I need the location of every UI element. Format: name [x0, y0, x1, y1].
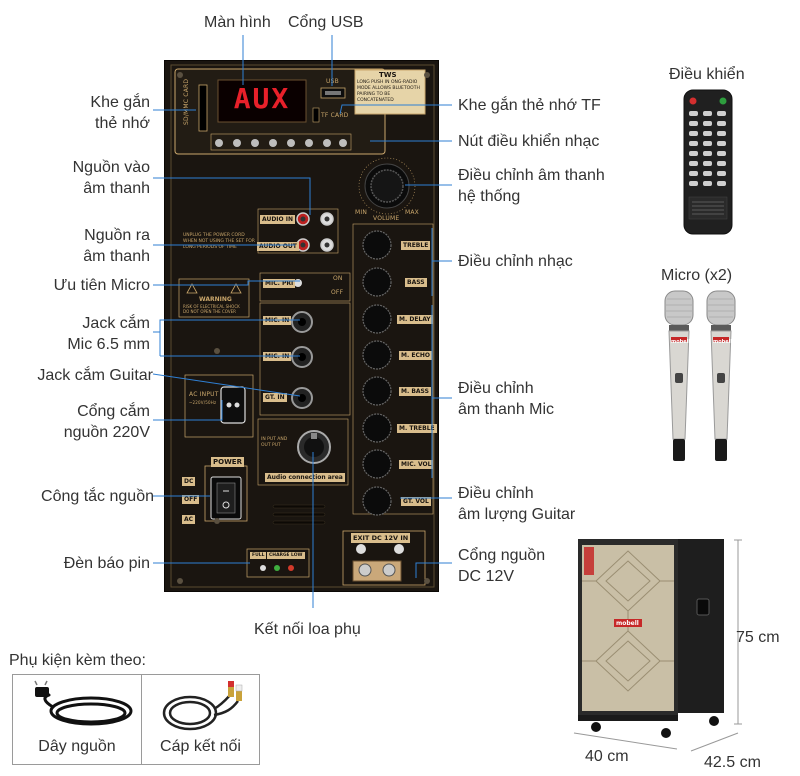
dc-label: DC	[182, 477, 196, 486]
audio-in-jacks[interactable]	[296, 212, 334, 226]
volume-min: MIN	[355, 209, 368, 216]
dim-height: 75 cm	[736, 629, 780, 646]
knob-column[interactable]	[362, 230, 392, 516]
label-dieu-chinh-nhac: Điều chỉnh nhạc	[458, 253, 573, 270]
gt-in-label: GT. IN	[263, 393, 287, 402]
cabinet-brand: mobell	[616, 620, 639, 627]
in-out-label: IN PUT AND OUT PUT	[261, 437, 288, 448]
usb-label: USB	[326, 78, 339, 85]
knob-label-m-echo: M. ECHO	[399, 351, 432, 360]
ac-label: AC	[182, 515, 196, 524]
label-khe-gan-the-tf: Khe gắn thẻ nhớ TF	[458, 97, 601, 114]
exit-dc-label: EXIT DC 12V IN	[351, 533, 411, 543]
charge-label: CHARGE	[267, 552, 292, 559]
knob-label-mic-vol: MIC. VOL	[399, 460, 434, 469]
knob-label-m-bass: M. BASS	[399, 387, 431, 396]
warning-box	[178, 278, 250, 318]
label-micro: Micro (x2)	[661, 267, 733, 284]
label-uu-tien-micro: Ưu tiên Micro	[53, 277, 150, 294]
label-den-bao-pin: Đèn báo pin	[63, 555, 150, 572]
ac-input-label: AC INPUT	[189, 391, 219, 398]
speaker-cabinet	[578, 539, 724, 738]
low-label: LOW	[289, 552, 305, 559]
power-label: POWER	[211, 457, 244, 467]
volume-max: MAX	[405, 209, 419, 216]
guitar-jack[interactable]	[291, 387, 313, 409]
ac-input-socket[interactable]	[220, 386, 246, 424]
tf-card-label: TF CARD	[321, 112, 349, 119]
power-cable-image	[34, 680, 133, 726]
control-panel: SD/MMC CARD AUX USB TF CARD TWS LONG PUS…	[164, 60, 439, 592]
warning-note: RISK OF ELECTRICAL SHOCK DO NOT OPEN THE…	[183, 304, 240, 314]
audio-out-jacks[interactable]	[296, 238, 334, 252]
label-jack-mic: Jack cắm Mic 6.5 mm	[67, 315, 150, 353]
sd-card-label: SD/MMC CARD	[183, 78, 190, 125]
label-nguon-ra: Nguồn ra âm thanh	[83, 227, 150, 265]
power-switch[interactable]	[210, 476, 242, 520]
label-phu-kien: Phụ kiện kèm theo:	[9, 652, 146, 669]
label-dieu-chinh-guitar: Điều chỉnh âm lượng Guitar	[458, 485, 576, 523]
mic-brand-1: mobell	[671, 339, 691, 345]
led-display	[217, 79, 307, 123]
mic-pri-on: ON	[333, 275, 343, 282]
remote-control	[683, 89, 733, 235]
ac-spec-label: ~220V/50Hz	[189, 400, 217, 405]
knob-label-m-treble: M. TREBLE	[397, 424, 437, 433]
panel-artwork	[170, 64, 435, 588]
display-text: AUX	[233, 82, 291, 115]
label-man-hinh: Màn hình	[204, 14, 271, 31]
speakon-connector[interactable]	[297, 430, 331, 464]
dc-12v-terminals[interactable]	[352, 544, 404, 582]
microphones	[664, 290, 736, 461]
volume-label: VOLUME	[373, 215, 400, 222]
off-label: OFF	[182, 495, 200, 504]
label-dieu-chinh-am-thanh-he-thong: Điều chỉnh âm thanh hệ thống	[458, 167, 605, 205]
tws-note: LONG PUSH IN ONG-RADIO MODE ALLOWS BLUET…	[357, 80, 420, 103]
tws-label: TWS	[379, 71, 397, 79]
label-dieu-khien: Điều khiển	[669, 66, 745, 83]
mic-pri-off: OFF	[331, 289, 344, 296]
label-nut-dieu-khien-nhac: Nút điều khiển nhạc	[458, 133, 600, 150]
vent-grille	[272, 504, 326, 525]
dim-width: 40 cm	[585, 748, 629, 765]
battery-leds	[260, 565, 294, 571]
tf-card-slot[interactable]	[312, 107, 320, 123]
mic-jacks[interactable]	[291, 311, 313, 368]
knob-label-m-delay: M. DELAY	[397, 315, 433, 324]
music-control-buttons[interactable]	[210, 133, 352, 151]
label-jack-guitar: Jack cắm Guitar	[37, 367, 153, 384]
label-cong-tac-nguon: Công tắc nguồn	[41, 488, 154, 505]
knob-label-bass: BASS	[405, 278, 427, 287]
label-cong-nguon-220: Cổng cắm nguồn 220V	[63, 403, 150, 441]
label-cap-ket-noi: Cáp kết nối	[160, 738, 241, 755]
mic-pri-label: MIC. PRI	[263, 279, 296, 288]
accessory-audio-cable-box: Cáp kết nối	[141, 674, 260, 765]
label-khe-gan-the-nho: Khe gắn thẻ nhớ	[90, 94, 150, 132]
audio-in-label: AUDIO IN	[260, 215, 295, 224]
unplug-note: UNPLUG THE POWER CORD WHEN NOT USING THE…	[183, 233, 255, 250]
accessory-power-cable-box: Dây nguồn	[12, 674, 142, 765]
label-ket-noi-loa-phu: Kết nối loa phụ	[254, 621, 361, 638]
audio-cable-image	[162, 681, 243, 731]
warning-title: WARNING	[199, 296, 232, 303]
label-cong-nguon-dc: Cổng nguồn DC 12V	[458, 547, 546, 585]
mic-in-label-2: MIC. IN	[263, 352, 292, 361]
knob-label-treble: TREBLE	[401, 241, 431, 250]
mic-in-label-1: MIC. IN	[263, 316, 292, 325]
sd-card-slot[interactable]	[198, 84, 208, 132]
dim-depth: 42.5 cm	[704, 754, 761, 771]
label-day-nguon: Dây nguồn	[38, 738, 116, 755]
label-cong-usb: Cổng USB	[288, 14, 364, 31]
audio-out-label: AUDIO OUT	[257, 242, 299, 251]
mic-brand-2: mobell	[713, 339, 733, 345]
label-nguon-vao: Nguồn vào âm thanh	[72, 159, 150, 197]
label-dieu-chinh-am-thanh-mic: Điều chỉnh âm thanh Mic	[458, 380, 555, 418]
audio-conn-label: Audio connection area	[265, 473, 345, 482]
full-label: FULL	[250, 552, 267, 559]
knob-label-gt-vol: GT. VOL	[401, 497, 431, 506]
master-volume-knob[interactable]	[358, 157, 416, 215]
